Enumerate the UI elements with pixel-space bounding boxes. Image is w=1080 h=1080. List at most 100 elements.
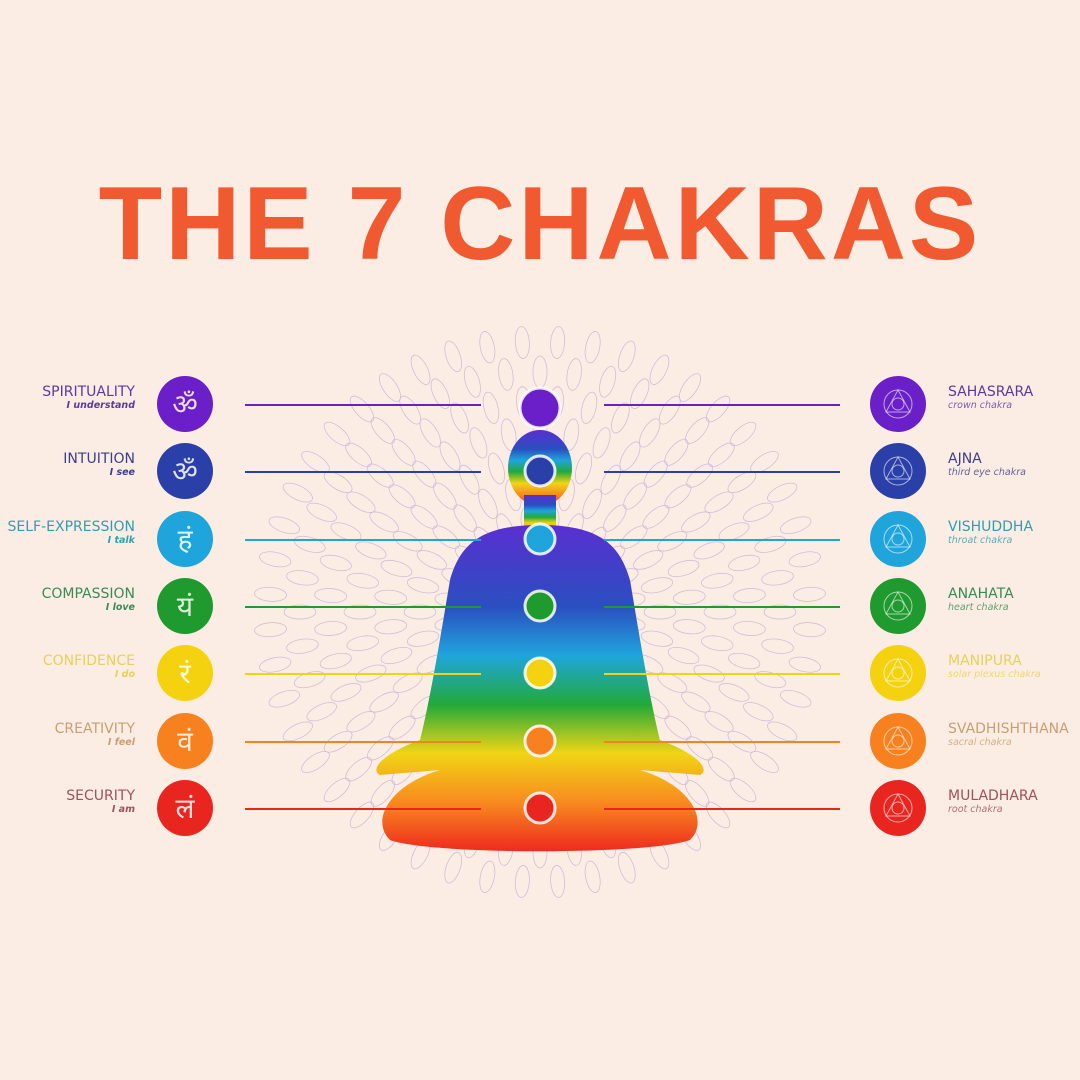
chakra-mantra-symbol: ॐ (172, 388, 198, 421)
chakra-quality: SECURITY (66, 788, 135, 804)
chakra-affirmation: I am (111, 804, 135, 815)
mandala-petal (743, 502, 774, 522)
mandala-petal (498, 358, 514, 391)
mandala-petal (450, 402, 469, 434)
mandala-petal (410, 504, 438, 529)
mandala-petal (366, 463, 394, 488)
mandala-petal (672, 619, 706, 635)
mandala-petal (412, 460, 437, 488)
chakra-quality-label: SPIRITUALITY I understand (42, 384, 135, 412)
mandala-petal (374, 589, 408, 605)
mandala-petal (550, 865, 566, 898)
mandala-petal (286, 570, 319, 586)
connector-line (604, 741, 840, 743)
mandala-petal (649, 354, 670, 385)
mandala-petal (349, 801, 375, 829)
mandala-petal (657, 531, 688, 552)
chakra-points (518, 386, 562, 825)
mandala-petal (392, 531, 423, 552)
chakra-name-label: ANAHATA heart chakra (948, 586, 1014, 614)
mandala-petal (767, 482, 798, 503)
chakra-quality-label: INTUITION I see (63, 451, 135, 479)
chakra-point (523, 656, 557, 690)
mandala-petal (779, 689, 812, 708)
mandala-petal (657, 672, 688, 693)
mandala-petal (330, 683, 362, 702)
mandala-petal (667, 559, 700, 578)
mandala-petal (346, 635, 379, 652)
chakra-mantra-icon: हं (157, 511, 213, 567)
chakra-quality-label: COMPASSION I love (42, 586, 135, 614)
chakra-name: SAHASRARA (948, 384, 1034, 400)
mandala-petal (259, 656, 292, 673)
mandala-petal (693, 664, 725, 683)
mandala-petal (459, 464, 480, 495)
mandala-petal (254, 622, 287, 638)
mandala-petal (343, 604, 377, 620)
mandala-petal (293, 671, 326, 689)
mandala-petal (355, 541, 387, 560)
mandala-petal (254, 586, 287, 602)
chakra-name-label: VISHUDDHA throat chakra (948, 519, 1033, 547)
mandala-petal (574, 452, 593, 485)
mandala-petal (580, 391, 598, 424)
chakra-type: crown chakra (948, 400, 1013, 411)
chakra-row: SELF-EXPRESSION I talk हं VISHUDDHA thro… (0, 509, 1080, 569)
mandala-petal (658, 395, 681, 425)
mandala-petal (346, 711, 376, 733)
mandala-petal (761, 570, 794, 586)
mandala-petal (705, 801, 731, 829)
mandala-petal (306, 702, 337, 722)
mandala-petal (664, 438, 689, 466)
mandala-petal (330, 522, 362, 541)
mandala-petal (380, 646, 413, 665)
chakra-yantra-icon (870, 713, 926, 769)
chakra-affirmation: I talk (107, 535, 135, 546)
chakra-mantra-symbol: लं (175, 792, 195, 825)
chakra-name-label: AJNA third eye chakra (948, 451, 1026, 479)
mandala-petal (727, 730, 757, 753)
chakra-name: AJNA (948, 451, 982, 467)
connector-line (604, 606, 840, 608)
chakra-name: VISHUDDHA (948, 519, 1034, 535)
mandala-petal (563, 418, 580, 451)
mandala-petal (623, 482, 648, 510)
mandala-petal (743, 702, 774, 722)
mandala-petal (620, 525, 648, 549)
mandala-petal (592, 427, 611, 459)
mandala-petal (619, 441, 641, 471)
mandala-petal (632, 550, 664, 570)
mandala-petal (453, 504, 477, 532)
mandala-petal (643, 460, 668, 488)
page-title: THE 7 CHAKRAS (98, 166, 982, 282)
mandala-petal (685, 417, 710, 444)
chakra-yantra-icon (870, 443, 926, 499)
chakra-quality-label: SECURITY I am (66, 788, 135, 816)
mandala-petal (718, 683, 750, 702)
mandala-petal (444, 851, 463, 884)
mandala-petal (432, 525, 460, 549)
chakra-row: COMPASSION I love यं ANAHATA heart chakr… (0, 576, 1080, 636)
chakra-name-label: MULADHARA root chakra (948, 788, 1038, 816)
chakra-type: sacral chakra (948, 737, 1012, 748)
mandala-petal (355, 664, 387, 683)
mandala-petal (388, 484, 416, 509)
mandala-petal (584, 860, 601, 893)
mandala-petal (268, 516, 301, 535)
mandala-petal (469, 427, 488, 459)
mandala-petal (617, 851, 636, 884)
mandala-petal (732, 588, 766, 604)
mandala-petal (487, 452, 506, 485)
mandala-petal (788, 551, 821, 568)
mandala-petal (514, 865, 530, 898)
chakra-type: solar plexus chakra (948, 669, 1041, 680)
chakra-point (518, 386, 562, 430)
mandala-petal (482, 391, 500, 424)
mandala-petal (750, 750, 779, 774)
mandala-petal (582, 488, 602, 520)
mandala-petal (286, 638, 319, 654)
mandala-petal (767, 721, 798, 742)
mandala-petal (416, 550, 448, 570)
mandala-petal (410, 354, 431, 385)
mandala-petal (761, 638, 794, 654)
